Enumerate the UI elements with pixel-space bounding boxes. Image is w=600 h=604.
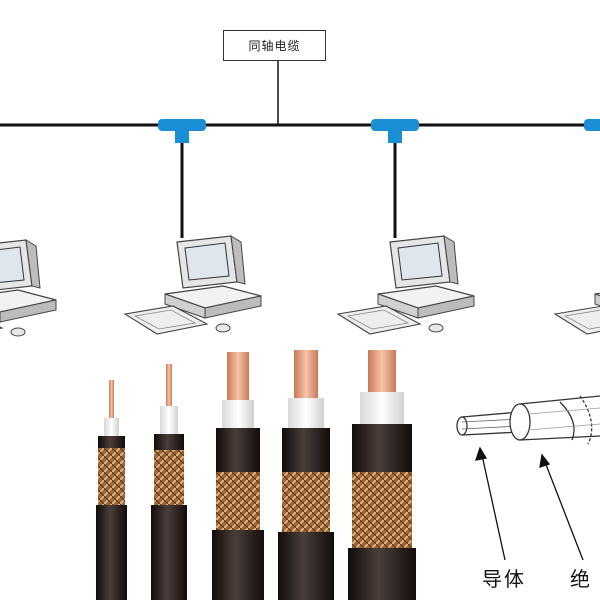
coax-cable-label: 同轴电缆 bbox=[248, 39, 301, 53]
insulation-leader-arrow bbox=[539, 453, 584, 561]
desktop-computer-icon bbox=[554, 235, 600, 335]
insulation-label: 绝 bbox=[570, 567, 592, 591]
t-connector-3 bbox=[584, 119, 600, 131]
coax-cable-sample-2 bbox=[151, 364, 187, 600]
coax-cable-label-box: 同轴电缆 bbox=[223, 30, 326, 61]
coax-cross-section-sketch bbox=[456, 395, 600, 445]
desktop-computer-icon bbox=[0, 239, 57, 339]
coax-cable-sample-1 bbox=[96, 380, 127, 600]
coax-cable-sample-3 bbox=[212, 352, 264, 600]
conductor-leader-arrow bbox=[475, 446, 506, 561]
desktop-computer-icon bbox=[124, 235, 262, 335]
t-connector-1 bbox=[158, 119, 206, 143]
coax-cable-sample-5 bbox=[348, 350, 416, 600]
coax-cable-sample-4 bbox=[278, 350, 334, 600]
desktop-computer-icon bbox=[337, 235, 475, 335]
t-connector-2 bbox=[371, 119, 419, 143]
conductor-label: 导体 bbox=[482, 567, 526, 591]
